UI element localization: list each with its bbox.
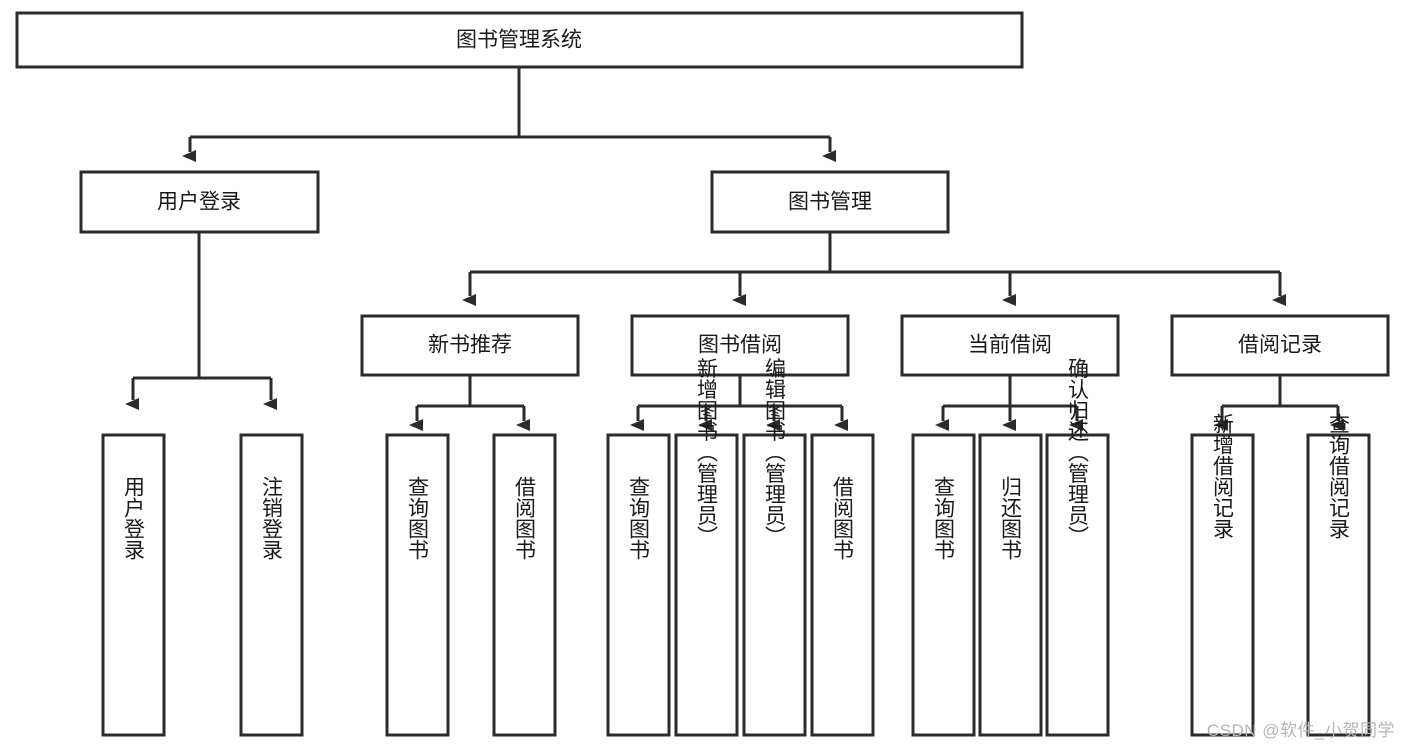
node-book-borrow[interactable]: 图书借阅 (630, 314, 850, 377)
node-current-borrow[interactable]: 当前借阅 (900, 314, 1120, 377)
node-leaf-return-book[interactable]: 归还图书 (978, 433, 1043, 737)
node-new-book-recommend[interactable]: 新书推荐 (360, 314, 580, 377)
node-leaf-borrow-book-1[interactable]: 借阅图书 (492, 433, 557, 737)
connector-bookmgmt-to-level3 (462, 232, 1286, 306)
node-leaf-logout-login[interactable]: 注销登录 (239, 433, 304, 737)
node-leaf-query-book-3[interactable]: 查询图书 (911, 433, 976, 737)
connector-userlogin-to-leaves (125, 232, 277, 410)
node-new-book-recommend-label: 新书推荐 (428, 334, 512, 357)
node-borrow-record-label: 借阅记录 (1238, 334, 1322, 357)
node-leaf-borrow-book-1-label: 借阅图书 (513, 476, 537, 560)
node-leaf-return-book-label: 归还图书 (999, 476, 1023, 560)
connector-root-to-level2 (182, 67, 836, 162)
node-leaf-add-book-label: 新增图书（管理员） (695, 358, 719, 547)
node-leaf-query-book-2-label: 查询图书 (627, 476, 651, 560)
connector-currentborrow-to-leaves (935, 375, 1083, 431)
node-leaf-logout-login-label: 注销登录 (260, 476, 284, 560)
node-leaf-confirm-return[interactable]: 确认归还（管理员） (1045, 358, 1110, 737)
node-user-login-label: 用户登录 (157, 191, 241, 214)
node-leaf-query-record-label: 查询借阅记录 (1327, 413, 1351, 539)
node-book-management[interactable]: 图书管理 (710, 170, 950, 234)
node-leaf-add-record-label: 新增借阅记录 (1211, 413, 1235, 539)
node-leaf-add-book[interactable]: 新增图书（管理员） (674, 358, 739, 737)
node-leaf-user-login[interactable]: 用户登录 (101, 433, 166, 737)
node-leaf-query-book-1-label: 查询图书 (406, 476, 430, 560)
node-current-borrow-label: 当前借阅 (968, 334, 1052, 357)
node-leaf-query-book-2[interactable]: 查询图书 (606, 433, 671, 737)
node-leaf-query-book-1[interactable]: 查询图书 (385, 433, 450, 737)
connector-newbook-to-leaves (409, 375, 530, 431)
node-borrow-record[interactable]: 借阅记录 (1170, 314, 1390, 377)
node-leaf-query-book-3-label: 查询图书 (932, 476, 956, 560)
node-leaf-borrow-book-2-label: 借阅图书 (831, 476, 855, 560)
node-leaf-query-record[interactable]: 查询借阅记录 (1306, 413, 1371, 737)
connector-borrowrecord-to-leaves (1214, 375, 1344, 431)
node-book-management-label: 图书管理 (788, 191, 872, 214)
node-book-borrow-label: 图书借阅 (698, 334, 782, 357)
node-leaf-user-login-label: 用户登录 (122, 476, 146, 560)
node-user-login[interactable]: 用户登录 (79, 170, 320, 234)
node-root-system-label: 图书管理系统 (456, 29, 582, 52)
node-leaf-edit-book-label: 编辑图书（管理员） (763, 358, 787, 547)
node-leaf-confirm-return-label: 确认归还（管理员） (1066, 358, 1090, 547)
node-leaf-edit-book[interactable]: 编辑图书（管理员） (742, 358, 807, 737)
node-root-system[interactable]: 图书管理系统 (15, 11, 1024, 69)
node-leaf-borrow-book-2[interactable]: 借阅图书 (810, 433, 875, 737)
node-leaf-add-record[interactable]: 新增借阅记录 (1190, 413, 1255, 737)
csdn-watermark: CSDN @软件_小贺同学 (1206, 721, 1395, 740)
connector-bookborrow-to-leaves (630, 375, 848, 431)
